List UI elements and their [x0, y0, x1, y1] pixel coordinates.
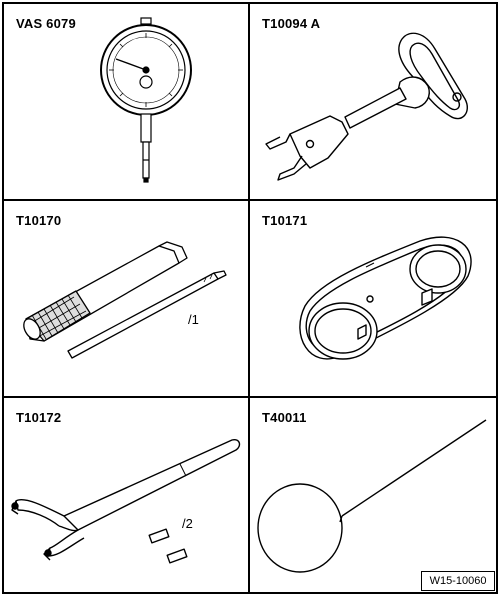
tool-id-label: T10172 [16, 410, 62, 425]
tool-cell-wire-loop: T40011 [250, 398, 496, 592]
grid-border-top [2, 2, 498, 4]
figure-code: W15-10060 [421, 571, 495, 591]
grid-border-left [2, 2, 4, 594]
tool-cell-pin-wrench: T10172 /2 [4, 398, 248, 592]
tool-id-label: T40011 [262, 410, 307, 425]
tool-cell-counterhold-plate: T10171 [250, 201, 496, 396]
dial-gauge-illustration [100, 17, 192, 183]
tool-cell-rod-and-pin: T10170 [4, 201, 248, 396]
rod-and-pin-illustration [23, 241, 227, 359]
pin-wrench-illustration [11, 438, 241, 564]
tool-cell-dial-gauge: VAS 6079 [4, 4, 248, 199]
grid-divider-row1 [2, 199, 498, 201]
grid-divider-vertical [248, 2, 250, 594]
tool-cell-t-handle: T10094 A [250, 4, 496, 199]
callout-pin: /1 [188, 312, 199, 327]
tool-id-label: T10094 A [262, 16, 321, 31]
t-handle-tool-illustration [265, 32, 468, 181]
counterhold-plate-illustration [299, 236, 472, 360]
grid-border-bottom [2, 592, 498, 594]
callout-pins: /2 [182, 516, 193, 531]
tool-id-label: VAS 6079 [16, 16, 76, 31]
tool-id-label: T10171 [262, 213, 308, 228]
wire-loop-illustration [257, 419, 487, 573]
tool-id-label: T10170 [16, 213, 62, 228]
grid-border-right [496, 2, 498, 594]
grid-divider-row2 [2, 396, 498, 398]
